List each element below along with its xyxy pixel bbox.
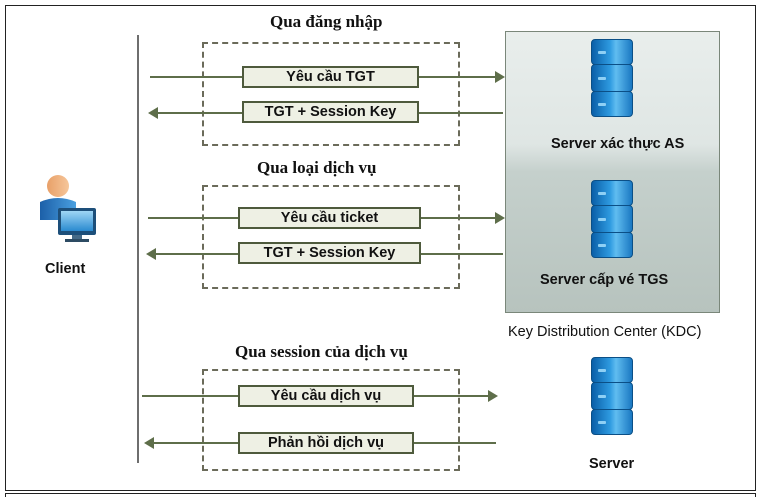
kdc-label: Key Distribution Center (KDC) [508,324,702,340]
phase-login-box [202,42,460,146]
phase-service-type-box [202,185,460,289]
tgs-server-label: Server cấp vé TGS [540,272,669,288]
service-request-message: Yêu cầu dịch vụ [238,385,414,407]
frame-bottom-edge [5,493,756,497]
server-label: Server [589,456,635,472]
diagram-frame [5,5,756,491]
server-icon [591,357,633,435]
ticket-response-message: TGT + Session Key [238,242,421,264]
user-computer-icon [40,175,96,242]
phase-session-title: Qua session của dịch vụ [235,342,408,361]
service-response-message: Phản hồi dịch vụ [238,432,414,454]
client-label: Client [45,261,86,277]
server-icon [591,180,633,258]
phase-service-type-title: Qua loại dịch vụ [257,158,377,177]
phase-login-title: Qua đăng nhập [270,12,383,31]
client-lifeline [137,35,139,463]
login-response-message: TGT + Session Key [242,101,419,123]
server-icon [591,39,633,117]
as-server-label: Server xác thực AS [551,136,685,152]
phase-session-box [202,369,460,471]
login-request-message: Yêu cầu TGT [242,66,419,88]
ticket-request-message: Yêu cầu ticket [238,207,421,229]
